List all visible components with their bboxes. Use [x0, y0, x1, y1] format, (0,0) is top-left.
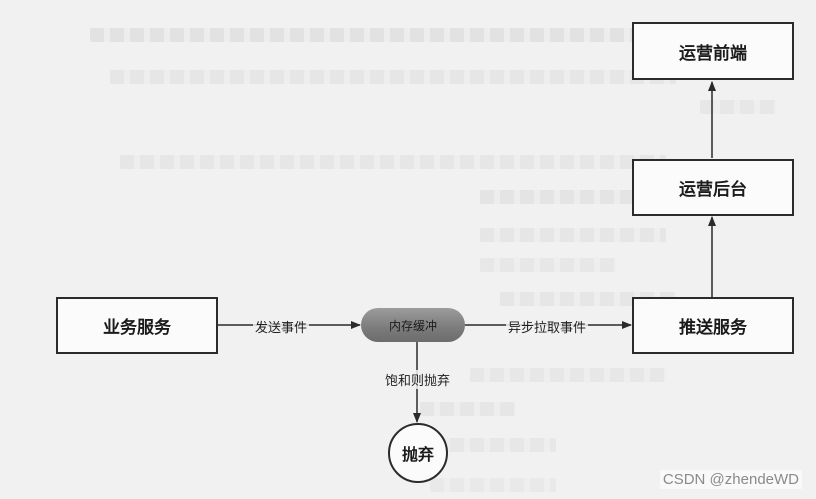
node-ops-frontend-label: 运营前端	[679, 43, 747, 64]
node-memory-buffer-label: 内存缓冲	[388, 318, 437, 333]
edge-label-send-event: 发送事件	[253, 317, 310, 336]
edge-label-async-pull-event: 异步拉取事件	[506, 317, 589, 336]
node-ops-backend: 运营后台	[632, 159, 794, 216]
node-memory-buffer: 内存缓冲	[361, 308, 465, 342]
csdn-watermark: CSDN @zhendeWD	[659, 470, 802, 489]
node-push-service: 推送服务	[632, 297, 794, 354]
node-business-service: 业务服务	[56, 297, 218, 354]
node-discard: 抛弃	[388, 423, 448, 483]
node-ops-backend-label: 运营后台	[679, 180, 747, 200]
edge-label-discard-when-full: 饱和则抛弃	[383, 370, 453, 389]
node-ops-frontend: 运营前端	[632, 22, 794, 80]
node-discard-label: 抛弃	[401, 445, 434, 464]
node-push-service-label: 推送服务	[679, 318, 747, 338]
node-business-service-label: 业务服务	[103, 318, 171, 338]
